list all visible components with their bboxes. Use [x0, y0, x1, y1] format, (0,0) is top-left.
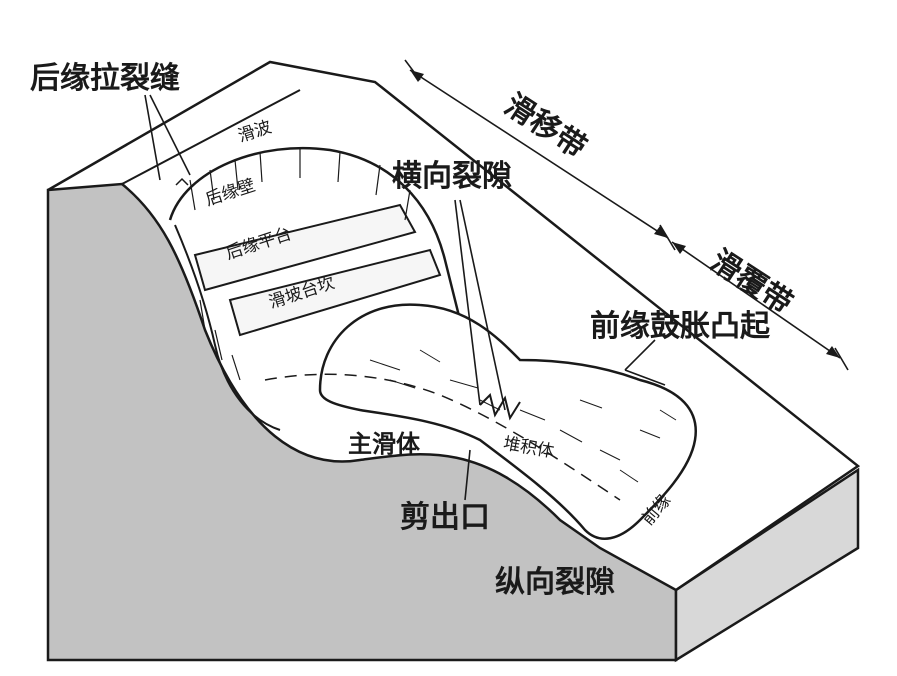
block-front-face: [676, 470, 858, 660]
rear-crack-mark: [176, 179, 188, 185]
label-longitudinal-cracks: 纵向裂隙: [495, 568, 615, 598]
label-shear-outlet: 剪出口: [400, 503, 490, 533]
label-front-bulge: 前缘鼓胀凸起: [590, 312, 770, 342]
terrace-edge: [122, 90, 300, 184]
label-rear-tension-cracks: 后缘拉裂缝: [30, 64, 180, 94]
label-transverse-cracks: 横向裂隙: [392, 162, 512, 192]
label-main-body: 主滑体: [348, 432, 420, 456]
